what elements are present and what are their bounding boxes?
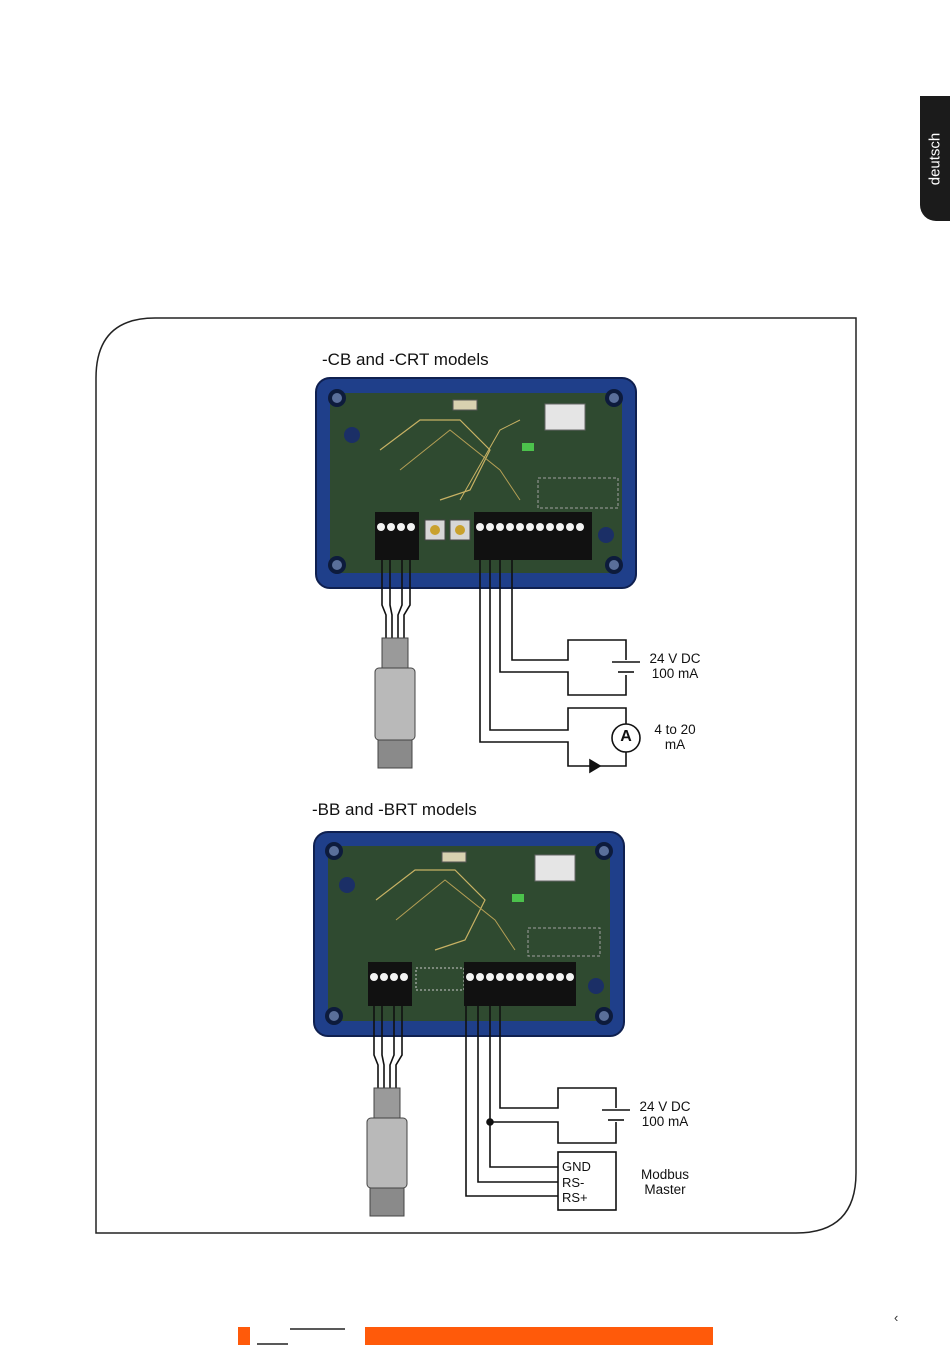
bottom-supply-voltage: 24 V DC [630,1099,700,1114]
ammeter-symbol: A [612,729,640,744]
top-supply-label: 24 V DC 100 mA [640,651,710,681]
top-diagram-title: -CB and -CRT models [322,350,489,370]
top-meter-wiring [480,560,626,772]
bottom-diagram-title: -BB and -BRT models [312,800,477,820]
footer-orange-bar [365,1327,713,1345]
top-pressure-sensor [375,638,415,768]
terminal-rs-minus-label: RS- [562,1175,584,1190]
bottom-pressure-sensor [367,1088,407,1216]
bottom-module-housing [314,832,624,1036]
terminal-rs-plus-label: RS+ [562,1190,588,1205]
top-meter-range: 4 to 20 [646,722,704,737]
bottom-supply-current: 100 mA [630,1114,700,1129]
footer-logo-block [238,1327,250,1345]
modbus-master-line1: Modbus [632,1167,698,1182]
bottom-supply-label: 24 V DC 100 mA [630,1099,700,1129]
modbus-master-label: Modbus Master [632,1167,698,1197]
modbus-master-line2: Master [632,1182,698,1197]
top-supply-voltage: 24 V DC [640,651,710,666]
top-supply-current: 100 mA [640,666,710,681]
terminal-gnd-label: GND [562,1159,591,1174]
top-module-housing [316,378,636,588]
page-marker: ‹ [894,1310,898,1325]
top-meter-label: 4 to 20 mA [646,722,704,752]
top-meter-unit: mA [646,737,704,752]
